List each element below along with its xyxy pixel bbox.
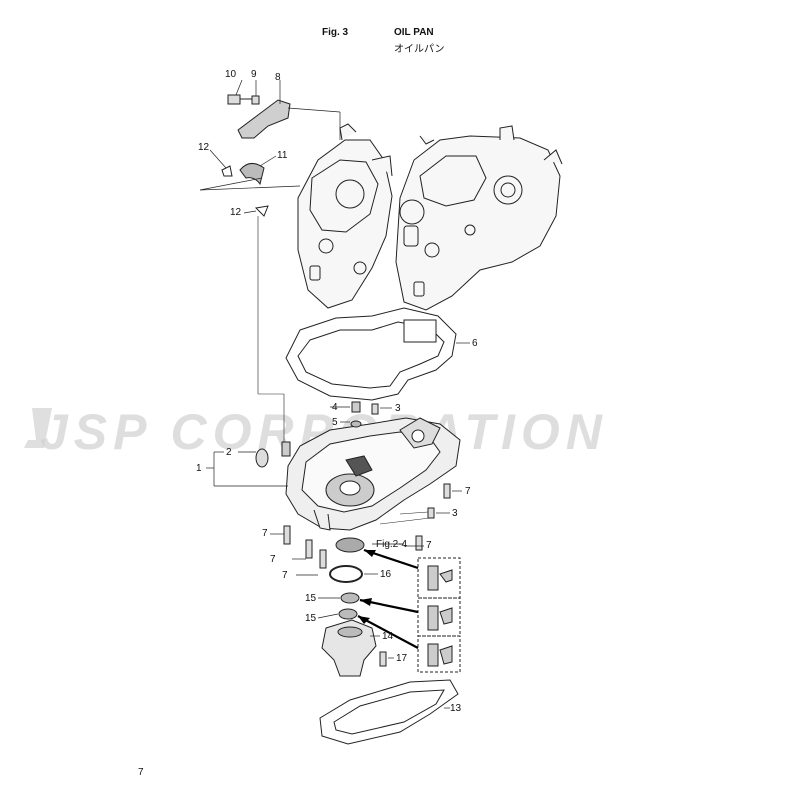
figure-title-jp: オイルパン: [394, 44, 445, 55]
plug-4: [351, 401, 361, 413]
callout-10: 10: [225, 69, 237, 80]
gasket-13: [319, 679, 459, 745]
callout-9: 9: [251, 69, 257, 80]
callout-7-lower: 7: [282, 570, 288, 581]
callout-7-right: 7: [465, 486, 471, 497]
leader-lines: [199, 79, 470, 709]
callout-16: 16: [380, 569, 392, 580]
breather-cover-8: [237, 99, 291, 139]
callout-2: 2: [226, 447, 232, 458]
oil-seal-15b: [338, 608, 358, 620]
breather-bolt-10: [227, 94, 252, 105]
plug-3: [371, 403, 379, 415]
assembly-lines: [257, 216, 431, 525]
callout-15-lower: 15: [305, 613, 317, 624]
hose-clip-12b: [254, 205, 269, 217]
bolt-17: [379, 651, 387, 667]
callout-13: 13: [450, 703, 462, 714]
seal-housing-14: [321, 619, 377, 677]
washer-5: [350, 420, 362, 428]
callout-6: 6: [472, 338, 478, 349]
callout-15-upper: 15: [305, 593, 317, 604]
callout-8: 8: [275, 72, 281, 83]
callout-12-upper: 12: [198, 142, 210, 153]
figure-number: Fig. 3: [322, 27, 349, 38]
callout-12-lower: 12: [230, 207, 242, 218]
callout-11: 11: [277, 150, 288, 161]
seal-orientation-insets: [417, 557, 461, 673]
collar-9: [251, 95, 260, 105]
oil-strainer-2: [255, 448, 269, 468]
plug-3b: [427, 507, 435, 519]
breather-hose-11: [239, 163, 265, 186]
bolt-7: [283, 483, 451, 569]
figure-title-en: OIL PAN: [394, 27, 434, 38]
callout-1: 1: [196, 463, 202, 474]
oil-seal-15a: [340, 592, 360, 604]
o-ring-16: [329, 565, 363, 583]
callout-17: 17: [396, 653, 408, 664]
fig-ref-label: Fig.2-4: [376, 539, 408, 550]
hose-clip-12a: [221, 165, 233, 177]
crankcase-left: [297, 123, 393, 309]
callout-3-upper: 3: [395, 403, 401, 414]
oil-seal-fig24: [335, 537, 365, 553]
watermark-logo-icon: [24, 408, 52, 448]
fitting-1a: [281, 441, 291, 457]
oil-pan-1: [285, 417, 461, 531]
callout-5: 5: [332, 417, 338, 428]
callout-3-lower: 3: [452, 508, 458, 519]
page-number: 7: [138, 767, 144, 778]
callout-7-left: 7: [262, 528, 268, 539]
callout-4: 4: [332, 402, 338, 413]
callout-7-bottom-left: 7: [270, 554, 276, 565]
callout-7-fig24: 7: [426, 540, 432, 551]
crankcase-right: [395, 125, 563, 311]
callout-14: 14: [382, 631, 394, 642]
